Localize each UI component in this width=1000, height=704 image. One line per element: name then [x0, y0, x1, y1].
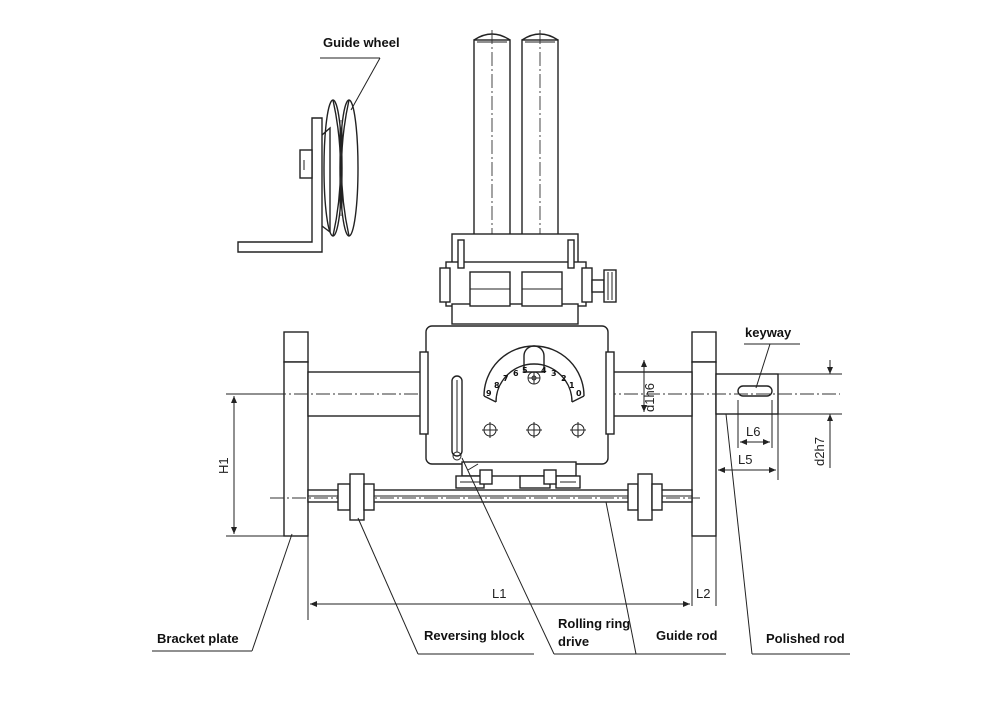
dim-h1-label: H1: [216, 457, 231, 474]
dial-tick: 9: [486, 389, 492, 398]
dim-l1-label: L1: [492, 586, 506, 601]
guide-rod-label: Guide rod: [656, 628, 717, 643]
dim-d2: d2h7: [778, 360, 842, 468]
dim-l1: L1: [310, 586, 690, 607]
dim-d1-label: d1h6: [642, 383, 657, 412]
dial-tick: 2: [561, 374, 567, 383]
reversing-block-label: Reversing block: [424, 628, 525, 643]
rolling-ring-callout: Rolling ring drive: [461, 457, 636, 655]
dim-d2-label: d2h7: [812, 437, 827, 466]
right-bracket-plate: [691, 331, 717, 606]
polished-rod-label: Polished rod: [766, 631, 845, 646]
guide-rod-callout: Guide rod: [605, 501, 726, 655]
dial-tick: 6: [513, 369, 519, 378]
rollers: [473, 30, 559, 252]
dim-l2-label: L2: [696, 586, 710, 601]
top-mechanism: [439, 233, 617, 325]
dim-h1: H1: [216, 393, 284, 537]
bracket-plate-callout: Bracket plate: [152, 533, 293, 652]
guide-wheel-label: Guide wheel: [323, 35, 400, 50]
rolling-ring-label-line1: Rolling ring: [558, 616, 630, 631]
dial-tick: 4: [541, 366, 547, 375]
polished-rod-callout: Polished rod: [725, 413, 850, 655]
polished-rod: [272, 371, 840, 417]
dim-l5-label: L5: [738, 452, 752, 467]
reversing-blocks: [337, 473, 663, 521]
reversing-block-callout: Reversing block: [357, 517, 534, 655]
main-housing: 9 8 7 6 5 4 3 2 1 0: [419, 325, 615, 465]
dial-tick: 8: [494, 381, 500, 390]
dial-tick: 0: [576, 389, 582, 398]
dial-tick: 1: [569, 381, 575, 390]
dial-ticks: 9 8 7 6 5 4 3 2 1 0: [486, 366, 582, 398]
rolling-ring-label-line2: drive: [558, 634, 589, 649]
left-bracket-plate: [283, 331, 309, 620]
dial-tick: 5: [522, 366, 528, 375]
dim-l5: L5: [718, 414, 779, 480]
keyway-label: keyway: [745, 325, 792, 340]
dim-d1: d1h6: [641, 360, 657, 412]
dim-l2: L2: [696, 586, 710, 601]
bracket-plate-label: Bracket plate: [157, 631, 239, 646]
keyway-callout: keyway: [744, 325, 800, 389]
guide-wheel-detail: Guide wheel: [237, 35, 400, 253]
dim-l6: L6: [737, 400, 773, 448]
dim-l6-label: L6: [746, 424, 760, 439]
dial-tick: 7: [503, 374, 509, 383]
dial-tick: 3: [551, 369, 557, 378]
